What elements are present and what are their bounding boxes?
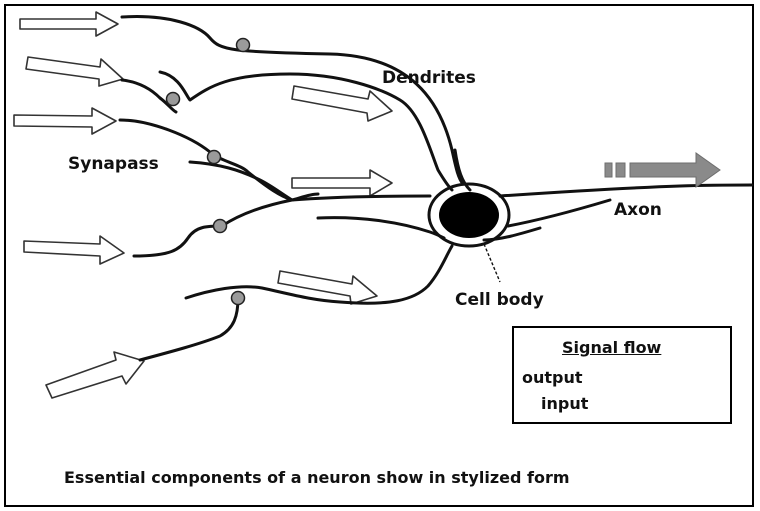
input-arrow-icon	[26, 57, 123, 86]
synapse-node	[237, 39, 250, 52]
cell-body-nucleus	[439, 192, 499, 238]
synapse-node	[167, 93, 180, 106]
input-arrow-icon	[292, 86, 392, 121]
input-arrow-icon	[20, 12, 118, 36]
input-arrow-icon	[24, 236, 124, 264]
synapse-node	[214, 220, 227, 233]
axon-label: Axon	[614, 202, 662, 219]
dendrite-lower	[186, 246, 452, 303]
legend-input-label: input	[541, 396, 588, 412]
cell-body-pointer	[484, 244, 500, 282]
axon-line	[500, 185, 752, 196]
synapses-label: Synapass	[68, 156, 159, 173]
legend-title: Signal flow	[562, 340, 661, 356]
dendrite-bottom-branch	[140, 298, 238, 360]
dendrite-lower-left	[134, 200, 292, 256]
axon-lower-line	[508, 200, 610, 226]
cell-body-label: Cell body	[455, 292, 544, 309]
diagram-caption: Essential components of a neuron show in…	[64, 470, 570, 486]
input-arrow-icon	[292, 170, 392, 196]
dendrites-label: Dendrites	[382, 70, 476, 87]
input-arrow-icon	[46, 352, 144, 398]
synapse-node	[232, 292, 245, 305]
input-arrows	[14, 12, 392, 398]
input-arrow-icon	[14, 108, 116, 134]
synapse-node	[208, 151, 221, 164]
legend-output-label: output	[522, 370, 583, 386]
dendrite-lower-mid	[318, 218, 444, 238]
input-arrow-icon	[278, 271, 377, 304]
axon-output-arrow-icon	[605, 153, 720, 187]
